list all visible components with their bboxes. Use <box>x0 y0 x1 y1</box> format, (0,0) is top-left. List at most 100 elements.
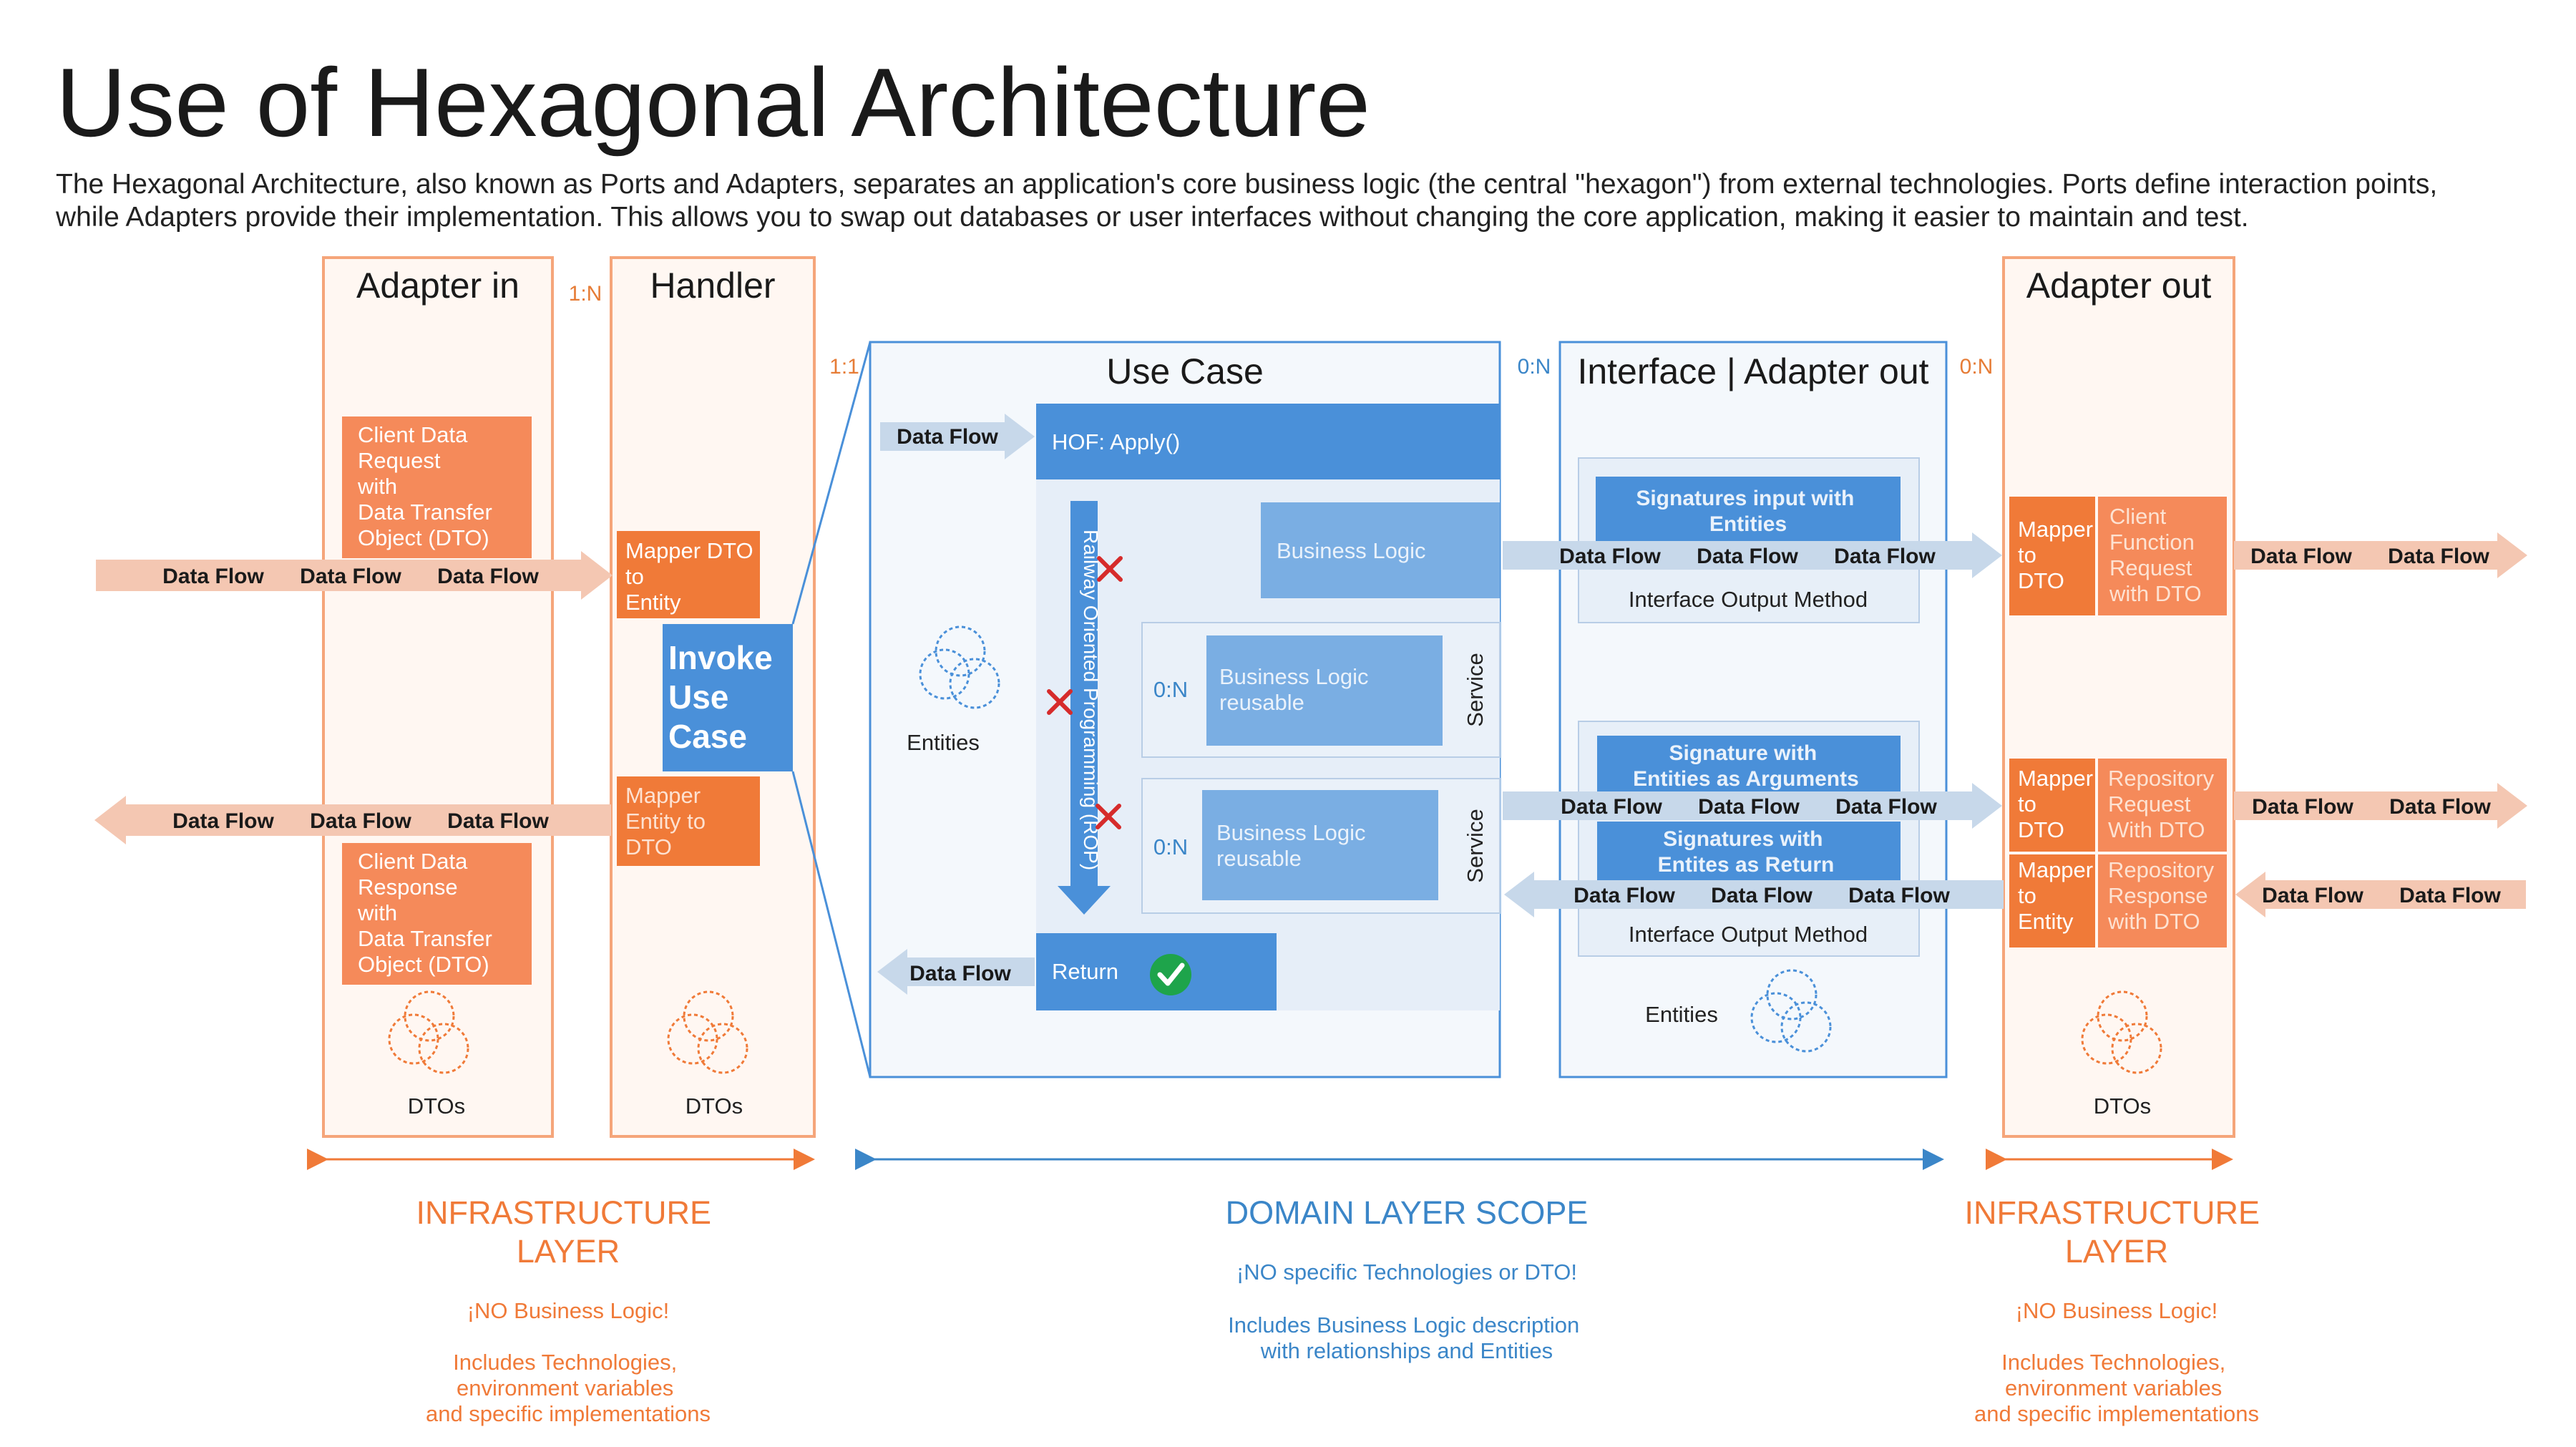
interface-flow-1-arrow: Data Flow Data Flow Data Flow <box>1503 532 2002 578</box>
svg-text:Data Flow: Data Flow <box>2262 884 2363 907</box>
svg-text:Data Flow: Data Flow <box>1711 884 1813 907</box>
svg-text:Data Flow: Data Flow <box>1561 795 1662 819</box>
handler-dtos-label: DTOs <box>686 1093 743 1119</box>
funnel-line-top <box>791 341 872 625</box>
interface-flow-2-arrow: Data Flow Data Flow Data Flow <box>1503 783 2002 829</box>
handler-title: Handler <box>650 265 775 306</box>
error-x-icon <box>1096 804 1121 829</box>
business-logic-card <box>1261 502 1500 598</box>
interface-multiplicity: 0:N <box>1518 355 1551 379</box>
svg-text:Data Flow: Data Flow <box>162 565 264 588</box>
client-request-card <box>342 416 532 558</box>
business-logic-reusable-card-1 <box>1206 635 1443 746</box>
infra-left-includes: Includes Technologies, environment varia… <box>426 1350 711 1426</box>
infra-right-no-logic: ¡NO Business Logic! <box>2016 1298 2218 1323</box>
use-case-flow-in-arrow: Data Flow <box>880 414 1035 459</box>
mapper-to-entity-card <box>2009 854 2095 947</box>
mapper-to-entity-text: Mapper to Entity <box>2018 857 2099 934</box>
infra-left-no-logic: ¡NO Business Logic! <box>467 1298 670 1323</box>
dtos-icon <box>388 990 469 1074</box>
entities-icon <box>1750 969 1832 1053</box>
infra-right-title: INFRASTRUCTURE LAYER <box>1964 1194 2268 1270</box>
interface-title: Interface | Adapter out <box>1577 351 1928 391</box>
svg-text:Data Flow: Data Flow <box>897 425 998 449</box>
svg-text:Data Flow: Data Flow <box>2250 545 2352 568</box>
return-label: Return <box>1052 959 1118 984</box>
client-response-card <box>342 843 532 985</box>
client-response-text: Client Data Response with Data Transfer … <box>357 849 498 977</box>
mapper-dto-to-entity-card <box>617 531 760 618</box>
mapper-to-dto-card-2 <box>2009 759 2095 852</box>
mapper-to-dto-text-1: Mapper to DTO <box>2018 517 2099 593</box>
sig-return-text: Signatures with Entites as Return <box>1658 827 1835 877</box>
interface-panel <box>1558 341 1948 1078</box>
use-case-title: Use Case <box>1106 351 1264 391</box>
subtitle-line-1: The Hexagonal Architecture, also known a… <box>56 169 2437 200</box>
sig-args-text: Signature with Entities as Arguments <box>1633 741 1859 791</box>
interface-flow-3-arrow: Data Flow Data Flow Data Flow <box>1504 872 2004 917</box>
invoke-use-case-card <box>663 624 793 771</box>
domain-includes: Includes Business Logic description with… <box>1228 1312 1586 1363</box>
funnel-line-bottom <box>791 771 872 1078</box>
interface-entities-label: Entities <box>1645 1002 1718 1027</box>
check-icon <box>1150 954 1191 995</box>
error-x-icon <box>1047 689 1073 715</box>
domain-title: DOMAIN LAYER SCOPE <box>1226 1194 1589 1231</box>
business-logic-label: Business Logic <box>1277 538 1426 563</box>
business-logic-reusable-text-2: Business Logic reusable <box>1216 820 1372 871</box>
client-request-text: Client Data Request with Data Transfer O… <box>357 422 498 550</box>
svg-text:Data Flow: Data Flow <box>1835 795 1937 819</box>
dtos-icon <box>667 990 748 1074</box>
mapper-dto-to-entity-text: Mapper DTO to Entity <box>625 538 759 615</box>
svg-text:Data Flow: Data Flow <box>447 809 549 833</box>
business-logic-reusable-card-2 <box>1202 790 1438 900</box>
output-method-label-1: Interface Output Method <box>1629 587 1868 612</box>
adapter-in-dtos-label: DTOs <box>408 1093 465 1119</box>
error-x-icon <box>1097 556 1123 582</box>
use-case-entities-label: Entities <box>907 730 980 755</box>
repository-request-card <box>2098 759 2227 852</box>
adapter-out-multiplicity: 0:N <box>1960 355 1994 379</box>
sig-input-card <box>1596 477 1901 545</box>
svg-text:Data Flow: Data Flow <box>909 962 1011 985</box>
service-2-label: Service <box>1463 809 1488 882</box>
svg-text:Data Flow: Data Flow <box>2388 545 2489 568</box>
sig-args-card <box>1597 736 1901 796</box>
mapper-to-dto-card-1 <box>2009 497 2095 615</box>
svg-text:Data Flow: Data Flow <box>2252 795 2353 819</box>
repository-request-text: Repository Request With DTO <box>2108 766 2220 842</box>
infra-left-title: INFRASTRUCTURE LAYER <box>416 1194 720 1270</box>
sig-return-card <box>1597 822 1901 882</box>
left-flow-in-arrow: Data Flow Data Flow Data Flow <box>96 551 613 600</box>
use-case-flow-out-arrow: Data Flow <box>877 949 1035 995</box>
business-logic-reusable-text-1: Business Logic reusable <box>1219 664 1375 715</box>
svg-text:Data Flow: Data Flow <box>437 565 539 588</box>
service-2-multiplicity: 0:N <box>1153 834 1188 859</box>
repository-response-card <box>2098 854 2227 947</box>
hof-apply-label: HOF: Apply() <box>1052 429 1180 454</box>
use-case-multiplicity: 1:1 <box>829 355 859 379</box>
right-flow-1-arrow: Data Flow Data Flow <box>2234 532 2527 578</box>
svg-text:Data Flow: Data Flow <box>1698 795 1800 819</box>
invoke-use-case-text: Invoke Use Case <box>668 639 782 755</box>
output-method-label-2: Interface Output Method <box>1629 922 1868 947</box>
svg-text:Data Flow: Data Flow <box>1848 884 1950 907</box>
entities-icon <box>919 625 1000 709</box>
service-1-multiplicity: 0:N <box>1153 677 1188 702</box>
svg-text:Data Flow: Data Flow <box>300 565 401 588</box>
repository-response-text: Repository Response with DTO <box>2107 857 2220 934</box>
adapter-in-panel <box>322 256 554 1138</box>
subtitle-line-2: while Adapters provide their implementat… <box>55 202 2249 233</box>
right-flow-2-arrow: Data Flow Data Flow <box>2234 783 2527 829</box>
client-function-card <box>2098 497 2227 615</box>
svg-text:Railway Oriented Programming (: Railway Oriented Programming (ROP) <box>1080 530 1102 870</box>
adapter-out-panel <box>2002 256 2235 1138</box>
handler-multiplicity: 1:N <box>569 282 602 306</box>
svg-text:Data Flow: Data Flow <box>310 809 411 833</box>
client-function-text: Client Function Request with DTO <box>2109 504 2202 606</box>
dtos-icon <box>2081 990 2162 1074</box>
left-flow-out-arrow: Data Flow Data Flow Data Flow <box>94 796 611 844</box>
page-title: Use of Hexagonal Architecture <box>56 48 1370 157</box>
svg-text:Data Flow: Data Flow <box>1834 545 1936 568</box>
